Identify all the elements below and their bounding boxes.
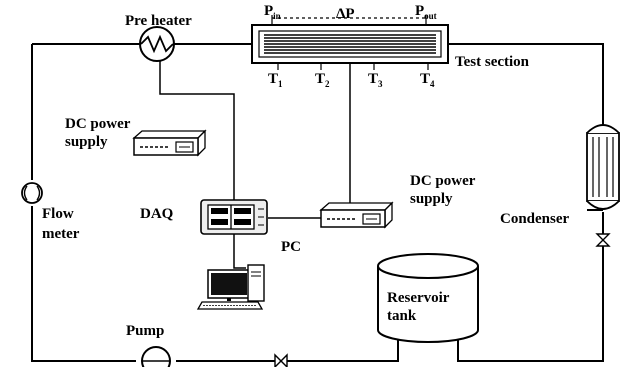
label-test-section: Test section <box>455 54 530 70</box>
wire-heater-to-daq <box>159 60 235 200</box>
label-delta-p: ΔP <box>336 6 355 22</box>
thermocouple-taps <box>277 63 429 70</box>
daq-icon <box>200 199 268 235</box>
p-in-main: P <box>264 3 274 19</box>
label-t4: T4 <box>420 72 435 89</box>
label-t3: T3 <box>368 72 383 89</box>
label-daq: DAQ <box>140 206 174 222</box>
label-dc-power-1-line1: DC power <box>65 116 131 132</box>
condenser-icon <box>586 124 620 210</box>
label-dc-power-2-line1: DC power <box>410 173 476 189</box>
t3-main: T <box>368 71 379 87</box>
t3-sub: 3 <box>378 79 383 89</box>
t2-main: T <box>315 71 326 87</box>
label-t1: T1 <box>268 72 283 89</box>
pre-heater-icon <box>139 26 175 62</box>
label-t2: T2 <box>315 72 330 89</box>
label-pc: PC <box>281 239 301 255</box>
test-section-icon <box>251 24 449 64</box>
label-flow-line2: meter <box>42 226 80 242</box>
p-in-sub: in <box>273 11 281 21</box>
t1-sub: 1 <box>278 79 283 89</box>
label-dc-power-1-line2: supply <box>65 134 108 150</box>
loop-pipe-left <box>31 44 136 362</box>
valve-bottom-icon <box>274 353 288 369</box>
label-pre-heater: Pre heater <box>125 13 192 29</box>
wire-daq-to-pc <box>233 234 246 269</box>
label-condenser: Condenser <box>500 211 570 227</box>
t4-main: T <box>420 71 431 87</box>
label-pump: Pump <box>126 323 165 339</box>
t4-sub: 4 <box>430 79 435 89</box>
t2-sub: 2 <box>325 79 330 89</box>
loop-pipe-top-right <box>448 43 604 125</box>
flow-meter-icon <box>21 182 43 204</box>
pump-icon <box>141 346 171 372</box>
reservoir-tank-icon <box>377 253 479 343</box>
t1-main: T <box>268 71 279 87</box>
label-dc-power-2-line2: supply <box>410 191 453 207</box>
label-flow-line1: Flow <box>42 206 74 222</box>
label-p-in: Pin <box>264 4 281 21</box>
p-out-main: P <box>415 3 425 19</box>
valve-right-icon <box>595 233 611 247</box>
label-p-out: Pout <box>415 4 437 21</box>
label-reservoir-line1: Reservoir <box>387 290 450 306</box>
dc-power-supply-1-icon <box>132 129 207 157</box>
loop-pipe-pump-to-tank <box>176 338 399 362</box>
dc-power-supply-2-icon <box>319 201 394 229</box>
p-out-sub: out <box>424 11 437 21</box>
label-reservoir-line2: tank <box>387 308 417 324</box>
pc-icon <box>196 264 265 310</box>
loop-pipe-condenser-to-bottom <box>457 212 604 362</box>
